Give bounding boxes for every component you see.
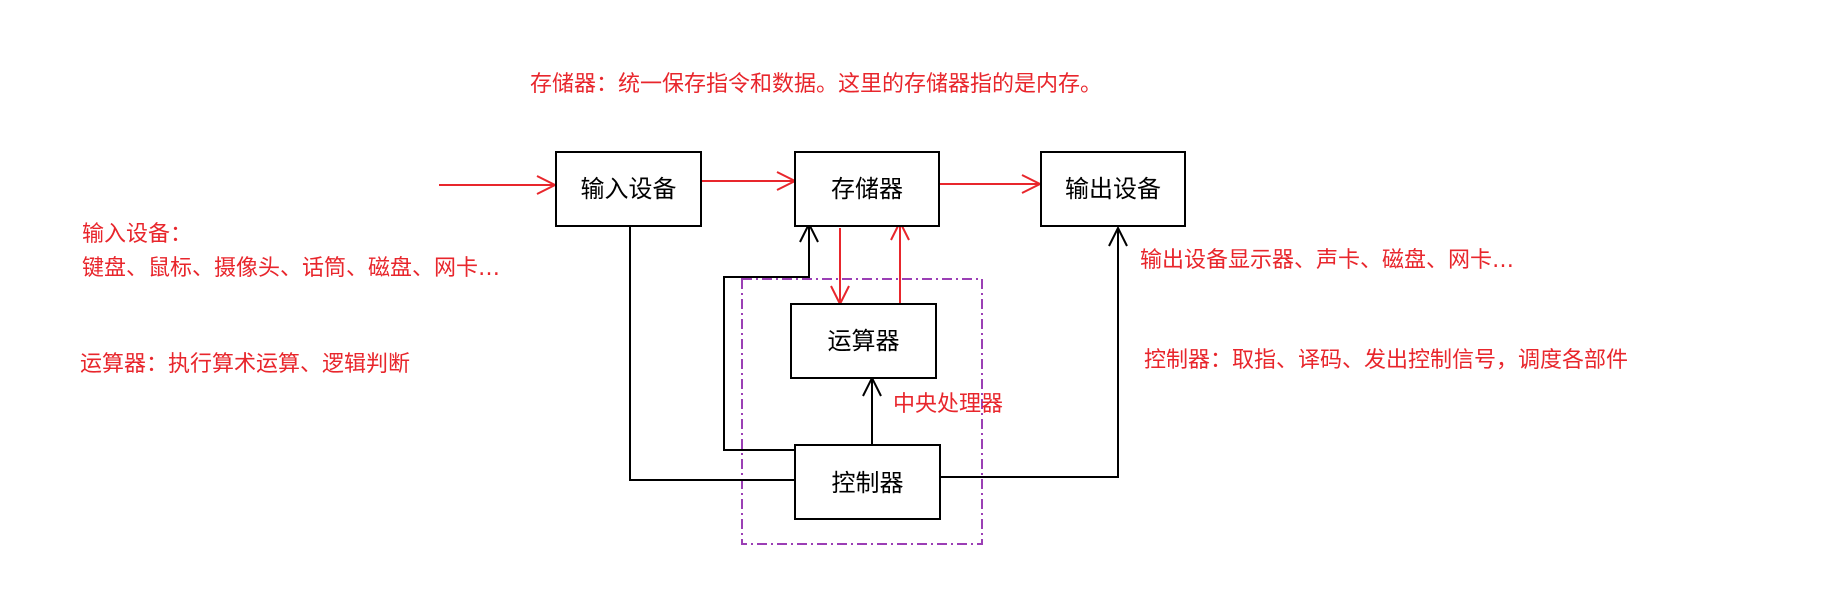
input-device-note-title: 输入设备： <box>82 222 193 247</box>
input-device-box: 输入设备 <box>555 151 702 227</box>
input-device-note: 输入设备： 键盘、鼠标、摄像头、话筒、磁盘、网卡… <box>82 218 500 286</box>
output-device-box: 输出设备 <box>1040 151 1186 227</box>
controller-note: 控制器：取指、译码、发出控制信号，调度各部件 <box>1144 348 1629 373</box>
alu-note: 运算器：执行算术运算、逻辑判断 <box>80 352 411 377</box>
input-device-note-items: 键盘、鼠标、摄像头、话筒、磁盘、网卡… <box>82 256 501 281</box>
controller-to-memory-arrow <box>723 224 809 451</box>
memory-box: 存储器 <box>794 151 940 227</box>
output-device-label: 输出设备 <box>1065 175 1161 203</box>
output-device-note: 输出设备显示器、声卡、磁盘、网卡… <box>1140 248 1515 273</box>
memory-label: 存储器 <box>831 175 903 203</box>
memory-note: 存储器：统一保存指令和数据。这里的存储器指的是内存。 <box>530 72 1103 97</box>
alu-label: 运算器 <box>828 327 900 355</box>
controller-box: 控制器 <box>794 444 941 520</box>
controller-to-output-arrow <box>940 228 1118 478</box>
cpu-region <box>741 278 983 545</box>
cpu-label: 中央处理器 <box>893 392 1004 417</box>
controller-to-input-line <box>629 225 795 481</box>
alu-box: 运算器 <box>790 303 937 379</box>
controller-label: 控制器 <box>832 469 904 497</box>
input-device-label: 输入设备 <box>581 175 677 203</box>
